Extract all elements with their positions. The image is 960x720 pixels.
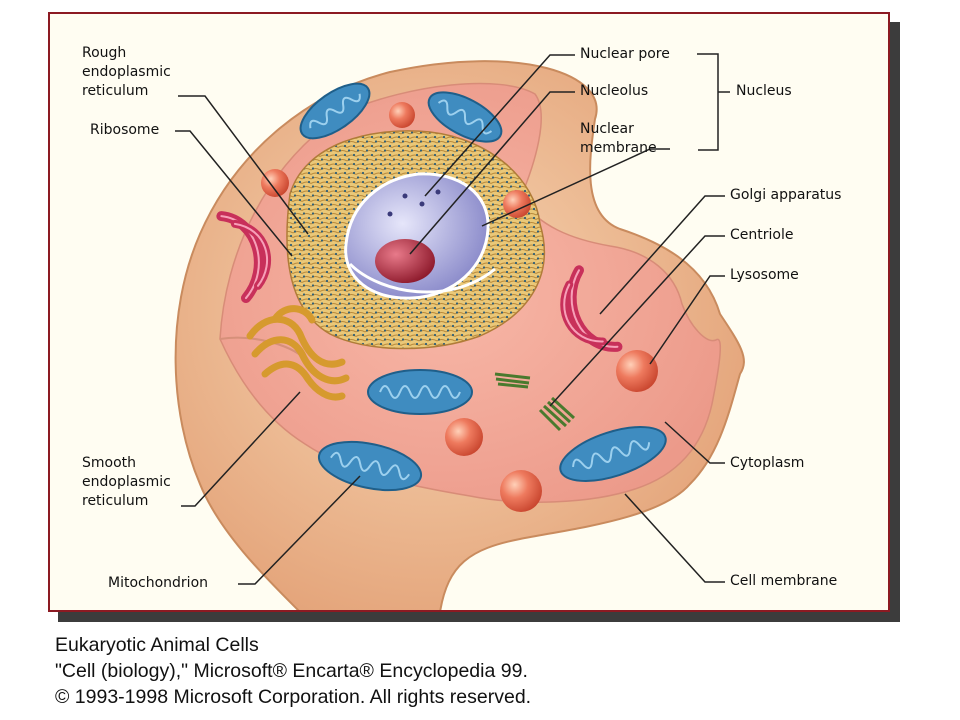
label-smooth-er: Smooth endoplasmic reticulum — [82, 455, 171, 509]
caption-title: Eukaryotic Animal Cells — [55, 634, 259, 656]
label-nucleolus: Nucleolus — [580, 83, 649, 99]
label-cytoplasm: Cytoplasm — [730, 455, 805, 471]
label-mitochondrion: Mitochondrion — [108, 575, 209, 591]
leader-lines — [175, 53, 730, 585]
label-lysosome: Lysosome — [730, 267, 799, 283]
caption-citation: "Cell (biology)," Microsoft® Encarta® En… — [55, 660, 528, 682]
label-nuclear-membrane: Nuclear membrane — [580, 121, 657, 156]
caption-copyright: © 1993-1998 Microsoft Corporation. All r… — [55, 686, 532, 708]
caption: Eukaryotic Animal Cells "Cell (biology),… — [55, 632, 531, 710]
smooth-endoplasmic-reticulum — [246, 305, 350, 401]
nucleolus — [375, 239, 435, 283]
lysosomes — [261, 102, 658, 512]
label-rough-er: Rough endoplasmic reticulum — [82, 45, 171, 99]
label-ribosome: Ribosome — [90, 122, 160, 138]
centriole — [494, 372, 576, 432]
cell-illustration — [174, 53, 745, 610]
golgi-apparatus — [216, 211, 623, 352]
label-nuclear-pore: Nuclear pore — [580, 46, 670, 62]
diagram-frame: Rough endoplasmic reticulum Ribosome Nuc… — [48, 12, 890, 612]
label-centriole: Centriole — [730, 227, 794, 243]
label-nucleus: Nucleus — [736, 83, 792, 99]
label-golgi-apparatus: Golgi apparatus — [730, 187, 842, 203]
mitochondria — [299, 82, 667, 492]
nuclear-pore — [402, 193, 408, 199]
label-cell-membrane: Cell membrane — [730, 573, 838, 589]
